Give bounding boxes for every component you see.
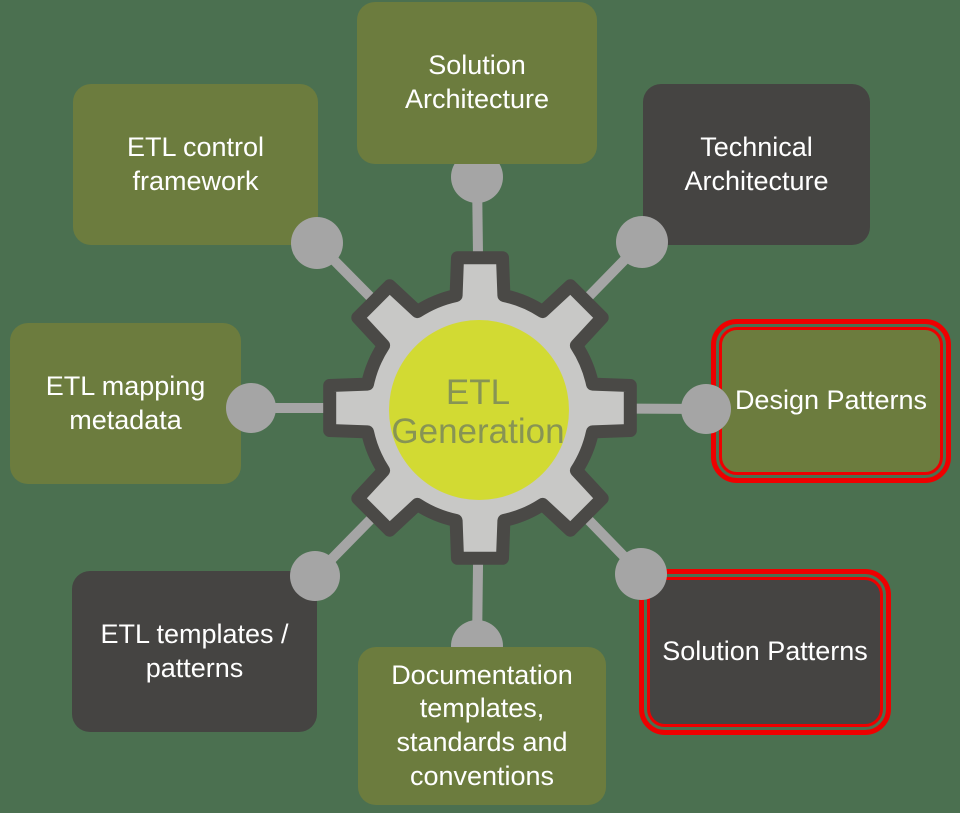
node-documentation-templates: Documentation templates, standards and c… (358, 647, 606, 805)
node-technical-architecture: Technical Architecture (643, 84, 870, 245)
connector-spoke (311, 404, 484, 580)
node-etl-templates-patterns: ETL templates / patterns (72, 571, 317, 732)
connector-spoke (313, 239, 484, 412)
connector-spokes (251, 176, 707, 647)
node-design-patterns: Design Patterns (711, 319, 951, 483)
connector-spoke (472, 176, 485, 409)
node-solution-patterns: Solution Patterns (639, 569, 891, 735)
node-label: Design Patterns (734, 385, 928, 416)
node-solution-architecture: Solution Architecture (357, 2, 597, 164)
gear-hub-label-line1: ETL (446, 373, 510, 412)
node-label: ETL templates / patterns (100, 618, 289, 683)
node-label: ETL mapping metadata (45, 370, 206, 435)
connector-spoke (476, 238, 646, 412)
node-label: Solution Patterns (662, 636, 868, 667)
connector-spoke (472, 407, 485, 647)
connector-spoke (476, 404, 645, 578)
node-label: ETL control framework (126, 131, 265, 196)
node-etl-control-framework: ETL control framework (73, 84, 318, 245)
node-label: Technical Architecture (684, 131, 829, 196)
connector-spoke (479, 403, 707, 414)
gear-hub-label-line2: Generation (391, 412, 564, 451)
node-label: Documentation templates, standards and c… (391, 659, 573, 791)
gear-icon (323, 251, 637, 565)
node-label: Solution Architecture (404, 50, 550, 114)
gear-hub-circle (389, 320, 569, 500)
node-etl-mapping-metadata: ETL mapping metadata (10, 323, 241, 484)
